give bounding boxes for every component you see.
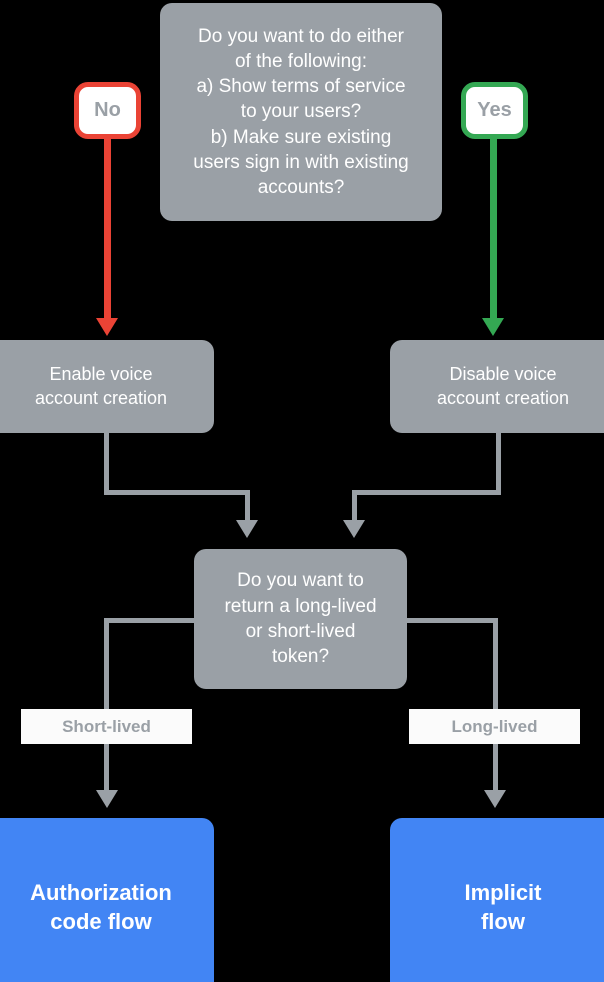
edge-label-long-lived-text: Long-lived xyxy=(451,716,538,736)
connector-disable-down xyxy=(496,430,501,492)
connector-short-lived-vertical xyxy=(104,618,109,794)
arrow-no-into-enable xyxy=(96,318,118,336)
node-authorization-code-flow[interactable]: Authorization code flow xyxy=(0,818,214,982)
connector-no-vertical xyxy=(104,138,111,323)
connector-long-lived-vertical xyxy=(493,618,498,794)
arrow-into-implicit-flow xyxy=(484,790,506,808)
arrow-yes-into-disable xyxy=(482,318,504,336)
arrow-enable-into-question-two xyxy=(236,520,258,538)
node-question-two[interactable]: Do you want to return a long-lived or sh… xyxy=(194,549,407,689)
edge-label-short-lived: Short-lived xyxy=(21,709,192,744)
node-implicit-flow-text: Implicit flow xyxy=(464,879,542,934)
node-question-one-text: Do you want to do either of the followin… xyxy=(193,25,409,199)
node-disable-voice-account-creation[interactable]: Disable voice account creation xyxy=(390,340,604,433)
arrow-into-authorization-code-flow xyxy=(96,790,118,808)
badge-yes[interactable]: Yes xyxy=(461,82,528,139)
badge-no-label: No xyxy=(94,99,121,121)
connector-disable-drop xyxy=(352,490,357,523)
node-enable-voice-account-creation[interactable]: Enable voice account creation xyxy=(0,340,214,433)
connector-enable-horizontal xyxy=(104,490,250,495)
node-question-one[interactable]: Do you want to do either of the followin… xyxy=(160,3,442,221)
node-disable-voice-account-creation-text: Disable voice account creation xyxy=(436,363,570,408)
edge-label-short-lived-text: Short-lived xyxy=(62,716,151,736)
badge-no[interactable]: No xyxy=(74,82,141,139)
node-authorization-code-flow-text: Authorization code flow xyxy=(30,879,172,934)
connector-disable-horizontal xyxy=(352,490,501,495)
connector-long-lived-horizontal xyxy=(402,618,498,623)
node-question-two-text: Do you want to return a long-lived or sh… xyxy=(224,570,377,668)
edge-label-long-lived: Long-lived xyxy=(409,709,580,744)
connector-yes-vertical xyxy=(490,138,497,323)
connector-enable-drop xyxy=(245,490,250,523)
node-implicit-flow[interactable]: Implicit flow xyxy=(390,818,604,982)
connector-enable-down xyxy=(104,430,109,492)
badge-yes-label: Yes xyxy=(477,99,512,121)
arrow-disable-into-question-two xyxy=(343,520,365,538)
connector-short-lived-horizontal xyxy=(104,618,200,623)
node-enable-voice-account-creation-text: Enable voice account creation xyxy=(34,363,168,408)
